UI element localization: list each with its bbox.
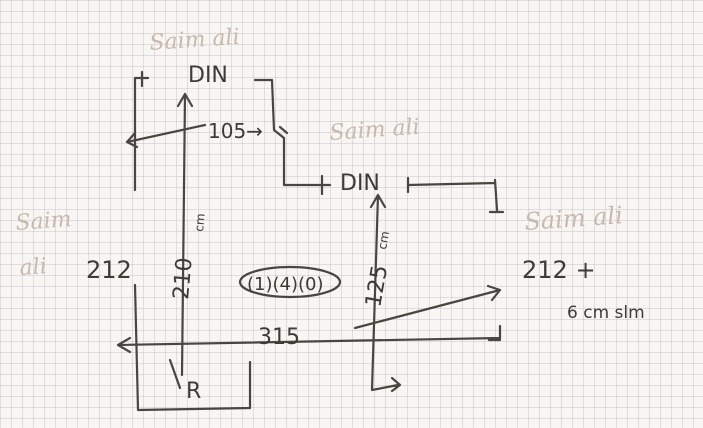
height-210-arrow <box>176 92 194 377</box>
circled-note-label: (1)(4)(0) <box>247 274 324 295</box>
watermark-signature: Saim <box>15 207 73 236</box>
lower-section-outline <box>133 283 252 412</box>
upper-section-outline <box>133 70 332 196</box>
din-label-mid: DIN <box>340 171 380 196</box>
height-125-unit: cm <box>375 230 392 250</box>
din-label-top: DIN <box>188 63 228 88</box>
height-210-unit: cm <box>192 213 208 232</box>
watermark-signature: Saim ali <box>149 25 241 56</box>
length-315-line <box>116 284 502 354</box>
watermark-signature: Saim ali <box>523 201 623 236</box>
width-105-arrow <box>125 123 289 149</box>
width-105-label: 105→ <box>208 119 263 143</box>
circled-note-outline <box>238 265 342 299</box>
mid-section-outline <box>406 176 505 214</box>
watermark-signature: Saim ali <box>329 115 421 146</box>
length-315-label: 315 <box>258 325 300 350</box>
length-212-right-label: 212 + <box>522 256 596 284</box>
watermark-signature: ali <box>19 254 48 281</box>
corner-r-label: R <box>186 379 201 404</box>
extra-note: 6 cm slm <box>567 303 645 323</box>
height-125-arrow <box>369 193 402 393</box>
height-125-label: 125 <box>361 263 393 309</box>
height-210-label: 210 <box>169 257 198 301</box>
length-212-left-label: 212 <box>86 256 132 284</box>
